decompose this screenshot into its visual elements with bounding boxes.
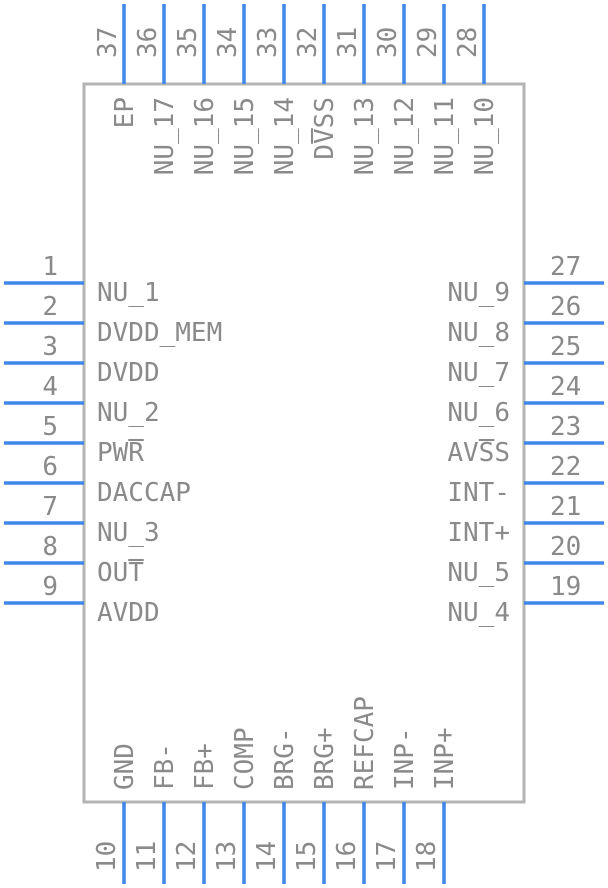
pin-label-intplus: INT+	[447, 518, 510, 548]
pin-33-number: 33	[253, 27, 283, 58]
pin-label-intminus: INT-	[447, 478, 510, 508]
pin-21-number: 21	[550, 492, 581, 522]
pin-label-nu-11: NU_11	[430, 97, 460, 175]
pin-label-brgplus: BRG+	[310, 727, 340, 790]
pin-27-number: 27	[550, 252, 581, 282]
pin-20-number: 20	[550, 532, 581, 562]
pin-10-number: 10	[92, 841, 122, 872]
pin-label-comp: COMP	[230, 727, 260, 790]
pin-label-nu-7: NU_7	[447, 358, 510, 388]
pin-label-gnd: GND	[110, 743, 140, 790]
pin-32-number: 32	[293, 27, 323, 58]
pin-label-out: OUT	[97, 558, 144, 588]
pin-label-nu-3: NU_3	[97, 518, 160, 548]
pin-34-number: 34	[213, 27, 243, 58]
pin-3-number: 3	[42, 332, 58, 362]
pin-37-number: 37	[93, 27, 123, 58]
pin-36-number: 36	[133, 27, 163, 58]
pin-label-fbminus: FB-	[150, 743, 180, 790]
pin-9-number: 9	[42, 572, 58, 602]
pin-label-avss: AVSS	[447, 438, 510, 468]
pin-label-brgminus: BRG-	[270, 727, 300, 790]
pin-25-number: 25	[550, 332, 581, 362]
pin-13-number: 13	[212, 841, 242, 872]
pin-label-refcap: REFCAP	[350, 696, 380, 790]
pin-label-nu-6: NU_6	[447, 398, 510, 428]
pin-22-number: 22	[550, 452, 581, 482]
pin-14-number: 14	[252, 841, 282, 872]
pin-label-nu-4: NU_4	[447, 598, 510, 628]
pin-4-number: 4	[42, 372, 58, 402]
pin-label-dvdd: DVDD	[97, 358, 160, 388]
pin-11-number: 11	[132, 841, 162, 872]
pin-23-number: 23	[550, 412, 581, 442]
pin-17-number: 17	[372, 841, 402, 872]
pin-label-nu-15: NU_15	[230, 97, 260, 175]
pin-19-number: 19	[550, 572, 581, 602]
pin-35-number: 35	[173, 27, 203, 58]
pin-label-nu-10: NU_10	[470, 97, 500, 175]
pin-26-number: 26	[550, 292, 581, 322]
pin-label-nu-12: NU_12	[390, 97, 420, 175]
pin-label-fbplus: FB+	[190, 743, 220, 790]
pin-label-inpplus: INP+	[430, 727, 460, 790]
pin-label-daccap: DACCAP	[97, 478, 191, 508]
pin-15-number: 15	[292, 841, 322, 872]
pin-2-number: 2	[42, 292, 58, 322]
pin-24-number: 24	[550, 372, 581, 402]
pin-7-number: 7	[42, 492, 58, 522]
pin-label-inpminus: INP-	[390, 727, 420, 790]
pin-label-ep: EP	[110, 97, 140, 128]
pin-6-number: 6	[42, 452, 58, 482]
pin-label-nu-1: NU_1	[97, 278, 160, 308]
pin-16-number: 16	[332, 841, 362, 872]
pin-5-number: 5	[42, 412, 58, 442]
pin-label-nu-8: NU_8	[447, 318, 510, 348]
pin-28-number: 28	[453, 27, 483, 58]
pin-lines	[4, 4, 604, 884]
pin-label-nu-2: NU_2	[97, 398, 160, 428]
pin-1-number: 1	[42, 252, 58, 282]
pin-18-number: 18	[412, 841, 442, 872]
pin-label-nu-13: NU_13	[350, 97, 380, 175]
pin-labels: 1NU_12DVDD_MEM3DVDD4NU_25PWR6DACCAP7NU_3…	[42, 27, 581, 872]
pin-label-avdd: AVDD	[97, 598, 160, 628]
pin-30-number: 30	[373, 27, 403, 58]
pin-label-pwr: PWR	[97, 438, 144, 468]
pin-label-nu-16: NU_16	[190, 97, 220, 175]
pin-12-number: 12	[172, 841, 202, 872]
pin-29-number: 29	[413, 27, 443, 58]
pin-31-number: 31	[333, 27, 363, 58]
pin-label-nu-17: NU_17	[150, 97, 180, 175]
pin-label-dvdd-mem: DVDD_MEM	[97, 318, 222, 348]
pin-8-number: 8	[42, 532, 58, 562]
pin-label-nu-5: NU_5	[447, 558, 510, 588]
pin-label-nu-14: NU_14	[270, 97, 300, 175]
pin-label-dvss: DVSS	[310, 97, 340, 160]
pin-label-nu-9: NU_9	[447, 278, 510, 308]
